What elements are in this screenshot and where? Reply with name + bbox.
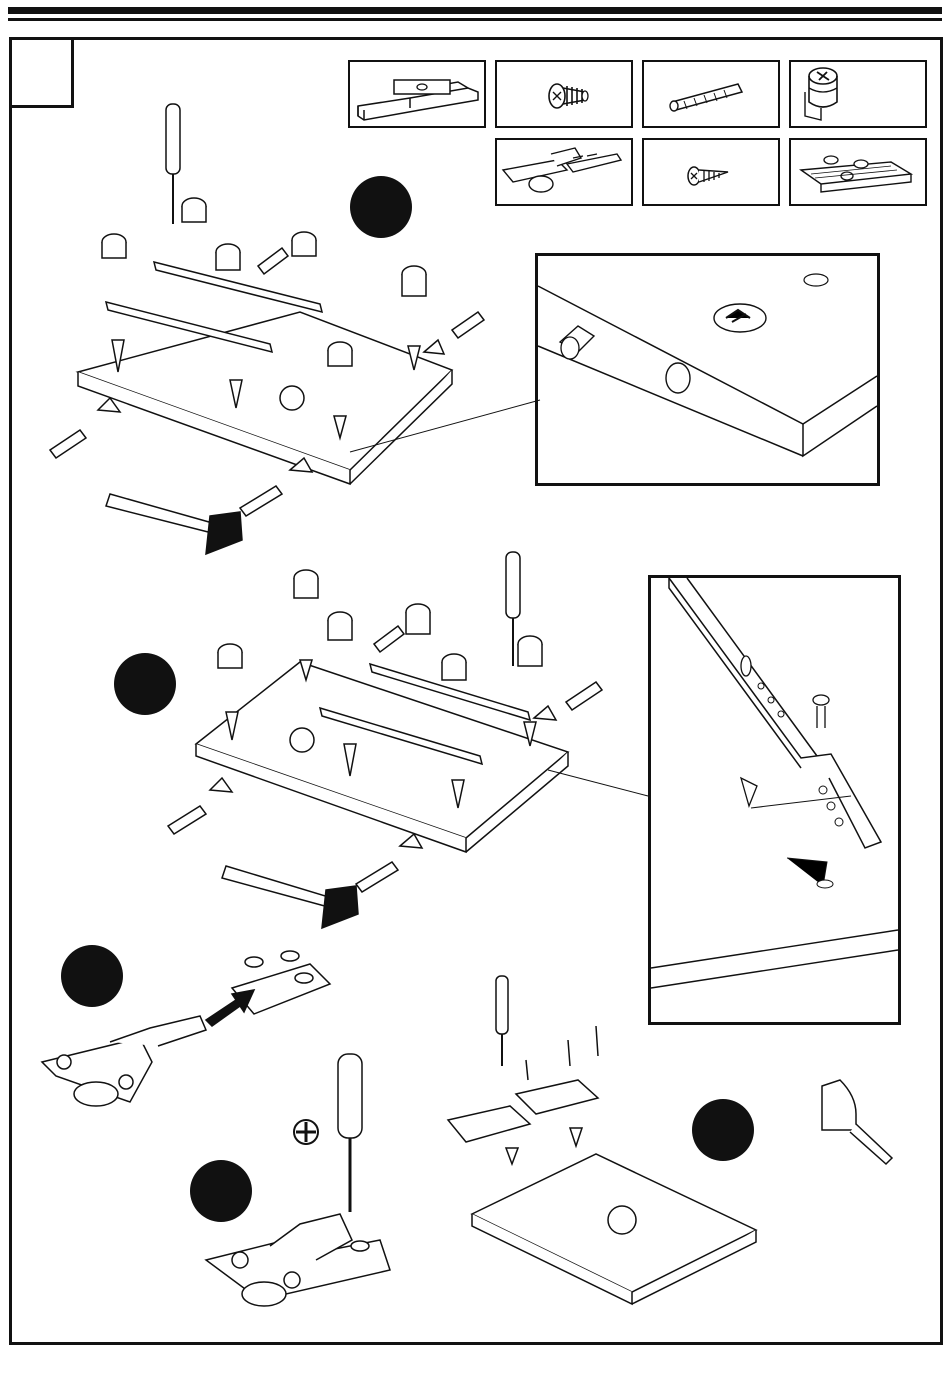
panel-2 bbox=[168, 552, 648, 928]
panel-1 bbox=[50, 104, 540, 554]
badge-sub-step-d bbox=[190, 1160, 252, 1222]
badge-sub-step-e bbox=[692, 1099, 754, 1161]
badge-sub-step-b bbox=[114, 653, 176, 715]
badge-sub-step-c bbox=[61, 945, 123, 1007]
badge-sub-step-a bbox=[350, 176, 412, 238]
tape-measure-icon bbox=[822, 1080, 892, 1164]
